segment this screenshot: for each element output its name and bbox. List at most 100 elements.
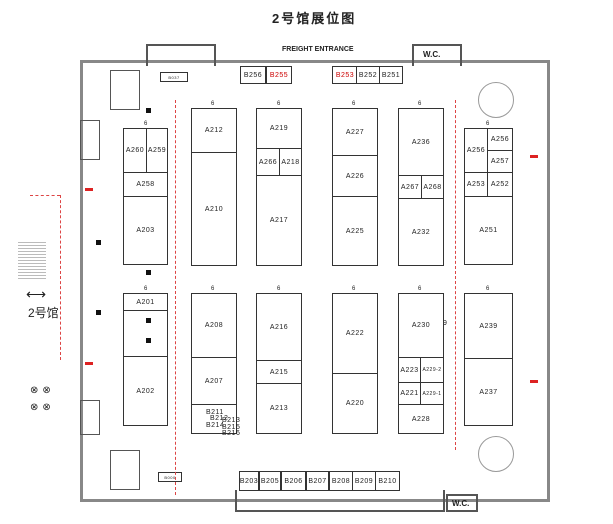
fire-hydrant-marker — [530, 155, 538, 158]
column-marker — [146, 270, 151, 275]
booth-A219[interactable]: A219 — [256, 108, 302, 149]
booth-A267[interactable]: A267 — [398, 175, 422, 199]
aisle-width: 6 — [486, 121, 490, 127]
booth-A230[interactable]: A230 — [398, 293, 444, 358]
booth-B214[interactable]: B214 — [206, 422, 225, 429]
booth-A208[interactable]: A208 — [191, 293, 237, 358]
wc-room-south — [446, 494, 478, 512]
aisle-width: 6 — [211, 101, 215, 107]
booth-unlabeled[interactable] — [123, 310, 168, 357]
hall-boundary — [30, 195, 60, 196]
booth-B209[interactable]: B209 — [352, 471, 376, 491]
booth-A207[interactable]: A207 — [191, 357, 237, 405]
booth-A237[interactable]: A237 — [464, 358, 513, 426]
booth-A218[interactable]: A218 — [279, 148, 302, 176]
small-room-south: B000 — [158, 472, 182, 482]
booth-A223[interactable]: A223 — [398, 357, 421, 383]
booth-A229-2[interactable]: A229-2 — [420, 357, 444, 383]
arrow-icon: ⟷ — [26, 286, 47, 302]
booth-A266[interactable]: A266 — [256, 148, 280, 176]
booth-A212[interactable]: A212 — [191, 108, 237, 153]
booth-A259[interactable]: A259 — [146, 128, 168, 173]
booth-B252[interactable]: B252 — [356, 66, 380, 84]
booth-A251[interactable]: A251 — [464, 196, 513, 265]
column-marker — [146, 338, 151, 343]
booth-A222[interactable]: A222 — [332, 293, 378, 374]
booth-A232[interactable]: A232 — [398, 198, 444, 266]
booth-A253[interactable]: A253 — [464, 172, 488, 197]
aisle-width: 6 — [486, 286, 490, 292]
spiral-stair-icon — [478, 82, 514, 118]
booth-A221[interactable]: A221 — [398, 382, 421, 405]
booth-A203[interactable]: A203 — [123, 196, 168, 265]
wc-label-north: W.C. — [423, 50, 441, 59]
aisle-width: 6 — [418, 286, 422, 292]
stairs-icon — [110, 70, 140, 110]
booth-A202[interactable]: A202 — [123, 356, 168, 426]
booth-A215[interactable]: A215 — [256, 360, 302, 384]
booth-A216[interactable]: A216 — [256, 293, 302, 361]
turnstile-icon: ⊗⊗ — [30, 402, 55, 413]
aisle-width: 6 — [277, 101, 281, 107]
fire-hydrant-marker — [85, 188, 93, 191]
turnstile-icon: ⊗⊗ — [30, 385, 55, 396]
aisle-mark: 9 — [443, 320, 447, 327]
aisle-line — [175, 100, 176, 495]
aisle-width: 6 — [144, 121, 148, 127]
booth-B205[interactable]: B205 — [259, 471, 281, 491]
booth-A228[interactable]: A228 — [398, 404, 444, 434]
aisle-width: 6 — [277, 286, 281, 292]
booth-B253[interactable]: B253 — [332, 66, 358, 84]
column-marker — [96, 240, 101, 245]
booth-A217[interactable]: A217 — [256, 175, 302, 266]
booth-A252[interactable]: A252 — [487, 172, 513, 197]
small-room-north: B037 — [160, 72, 188, 82]
booth-A226[interactable]: A226 — [332, 155, 378, 197]
booth-B203[interactable]: B203 — [239, 471, 259, 491]
south-room — [235, 490, 445, 512]
hall-label: 2号馆 — [28, 306, 59, 320]
page-title: 2号馆展位图 — [272, 11, 357, 26]
booth-A268[interactable]: A268 — [421, 175, 444, 199]
booth-B207[interactable]: B207 — [306, 471, 329, 491]
booth-A258[interactable]: A258 — [123, 172, 168, 197]
aisle-width: 6 — [211, 286, 215, 292]
freight-entrance-label: FREIGHT ENTRANCE — [282, 46, 354, 53]
booth-A256[interactable]: A256 — [464, 128, 488, 173]
aisle-width: 6 — [352, 101, 356, 107]
booth-B208[interactable]: B208 — [329, 471, 353, 491]
wc-label-south: W.C. — [452, 499, 470, 508]
hall-boundary — [60, 195, 61, 360]
booth-A236[interactable]: A236 — [398, 108, 444, 176]
booth-A220[interactable]: A220 — [332, 373, 378, 434]
booth-B211[interactable]: B211 — [206, 409, 224, 416]
booth-B210[interactable]: B210 — [375, 471, 400, 491]
booth-A239[interactable]: A239 — [464, 293, 513, 359]
hall-outer-wall — [80, 60, 550, 502]
booth-B256[interactable]: B256 — [240, 66, 266, 84]
booth-B213[interactable]: B213 — [222, 417, 241, 424]
booth-A229-1[interactable]: A229-1 — [420, 382, 444, 405]
booth-A201[interactable]: A201 — [123, 293, 168, 311]
small-booth-group: B211 B212 B213 B214 B215 B216 — [191, 404, 241, 437]
booth-B206[interactable]: B206 — [281, 471, 306, 491]
aisle-width: 6 — [418, 101, 422, 107]
booth-A210[interactable]: A210 — [191, 152, 237, 266]
booth-A213[interactable]: A213 — [256, 383, 302, 434]
stairs-icon — [80, 400, 100, 435]
booth-A257[interactable]: A257 — [487, 150, 513, 173]
booth-B251[interactable]: B251 — [379, 66, 403, 84]
booth-A227[interactable]: A227 — [332, 108, 378, 156]
north-room-left — [146, 44, 216, 66]
booth-B216[interactable]: B216 — [222, 430, 241, 437]
fire-hydrant-marker — [530, 380, 538, 383]
booth-A260[interactable]: A260 — [123, 128, 147, 173]
wc-room-north — [412, 44, 462, 66]
column-marker — [146, 108, 151, 113]
booth-A225[interactable]: A225 — [332, 196, 378, 266]
booth-B212[interactable]: B212 — [210, 415, 229, 422]
ramp-icon — [18, 240, 46, 280]
booth-B255[interactable]: B255 — [266, 66, 292, 84]
booth-B215[interactable]: B215 — [222, 424, 241, 431]
booth-A256-right[interactable]: A256 — [487, 128, 513, 151]
